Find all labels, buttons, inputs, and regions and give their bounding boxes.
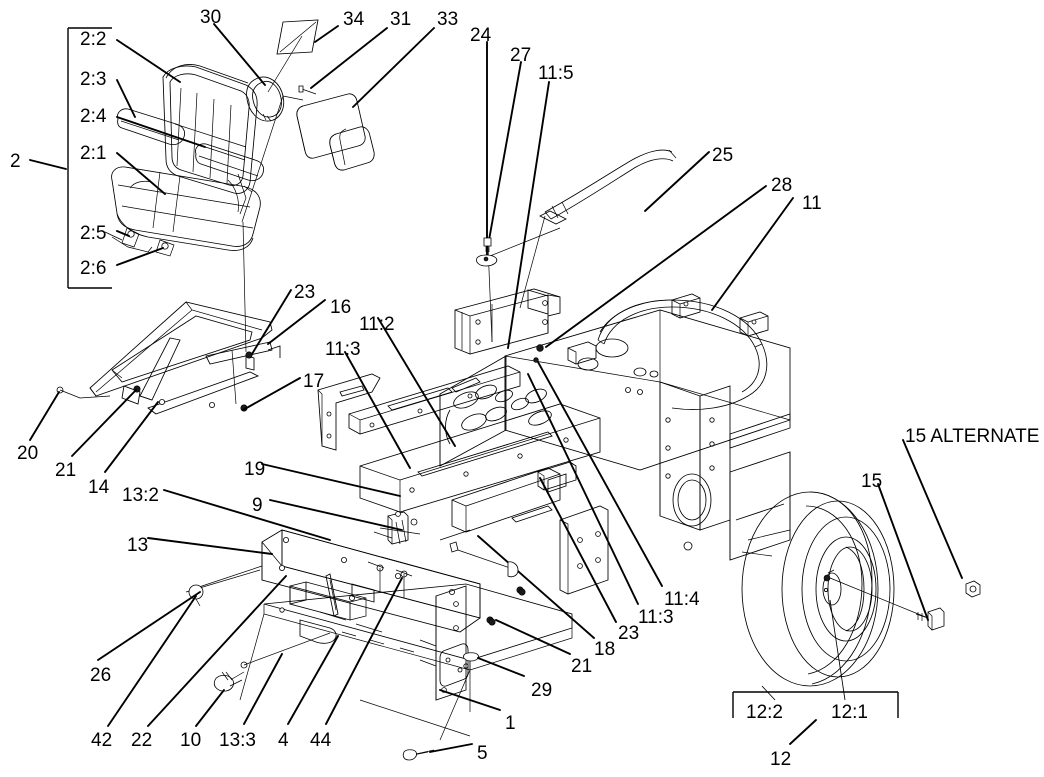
callout-27: 27: [510, 45, 532, 66]
callout-9: 9: [252, 495, 263, 516]
callout-5: 5: [477, 743, 488, 764]
wheel-assembly: [741, 491, 981, 687]
callout-31: 31: [390, 9, 412, 30]
lower-fasteners: [213, 561, 413, 692]
callout-18: 18: [594, 639, 616, 660]
callout-11-2: 11:2: [359, 314, 395, 335]
callout-34: 34: [343, 9, 365, 30]
callout-2-6: 2:6: [80, 258, 107, 279]
callout-20: 20: [17, 443, 39, 464]
callout-24: 24: [470, 25, 492, 46]
callout-26: 26: [90, 665, 112, 686]
callout-11-3-b: 11:3: [638, 607, 674, 628]
callout-10: 10: [180, 730, 202, 751]
wheel-leaders: [761, 439, 963, 701]
callout-14: 14: [88, 477, 110, 498]
main-frame: [317, 293, 791, 624]
callout-11: 11: [802, 193, 822, 214]
leader-25: [644, 151, 710, 212]
callout-2-1: 2:1: [80, 143, 107, 164]
pedal-linkage: [373, 511, 421, 545]
callout-28: 28: [771, 175, 793, 196]
wheel-group-bracket: [732, 691, 899, 745]
seat-assembly-art: [104, 64, 265, 257]
roll-bar: [539, 149, 677, 225]
knob-part-26: [188, 584, 204, 607]
callout-22: 22: [131, 730, 153, 751]
callout-25: 25: [712, 145, 734, 166]
frame-wheel-link: [747, 529, 791, 541]
callout-2-3: 2:3: [80, 69, 107, 90]
callout-4: 4: [278, 730, 289, 751]
callout-15: 15: [861, 471, 883, 492]
callout-12-2: 12:2: [746, 702, 783, 723]
callout-23-a: 23: [294, 282, 316, 303]
callout-30: 30: [200, 7, 222, 28]
floor-pan-panel: [185, 529, 573, 741]
callout-21-a: 21: [55, 460, 77, 481]
callout-21-b: 21: [571, 656, 593, 677]
callout-2-2: 2:2: [80, 29, 107, 50]
callout-11-5: 11:5: [538, 63, 574, 84]
frame-wheel-link2: [741, 551, 773, 557]
top-small-parts: [241, 19, 375, 223]
bottom-bolts: [402, 652, 525, 761]
callout-19: 19: [244, 459, 266, 480]
callout-17: 17: [303, 371, 325, 392]
callout-2-5: 2:5: [80, 223, 107, 244]
callout-12-1: 12:1: [831, 702, 868, 723]
lower-left-leaders: [97, 463, 403, 727]
construction-lines: [242, 215, 561, 353]
callout-44: 44: [310, 730, 332, 751]
alternate-nut: [965, 580, 981, 598]
callout-15-alternate: 15 ALTERNATE: [905, 426, 1040, 447]
top-part-leaders: [213, 23, 435, 108]
callout-13-2: 13:2: [122, 485, 159, 506]
callout-16: 16: [330, 297, 352, 318]
seat-group-bracket: [29, 27, 112, 289]
seat-slide-rails: [56, 301, 281, 415]
callout-12: 12: [770, 749, 792, 770]
seat-mount-plate: [454, 288, 561, 355]
callout-13: 13: [127, 535, 149, 556]
wheel-bolt-15: [915, 607, 945, 631]
callout-2-4: 2:4: [80, 106, 107, 127]
frame-leaders: [344, 185, 794, 655]
callout-11-4: 11:4: [664, 589, 700, 610]
rail-leaders: [29, 289, 326, 473]
callout-29: 29: [531, 680, 553, 701]
seat-leader-lines: [116, 39, 206, 266]
callout-42: 42: [91, 730, 113, 751]
upper-fastener-leaders: [476, 41, 550, 349]
callout-1: 1: [505, 713, 516, 734]
callout-2: 2: [10, 151, 21, 172]
long-bolt-18: [449, 541, 526, 626]
callout-13-3: 13:3: [219, 730, 256, 751]
callout-33: 33: [437, 9, 459, 30]
callout-11-3-a: 11:3: [325, 339, 361, 360]
callout-23-b: 23: [618, 623, 640, 644]
